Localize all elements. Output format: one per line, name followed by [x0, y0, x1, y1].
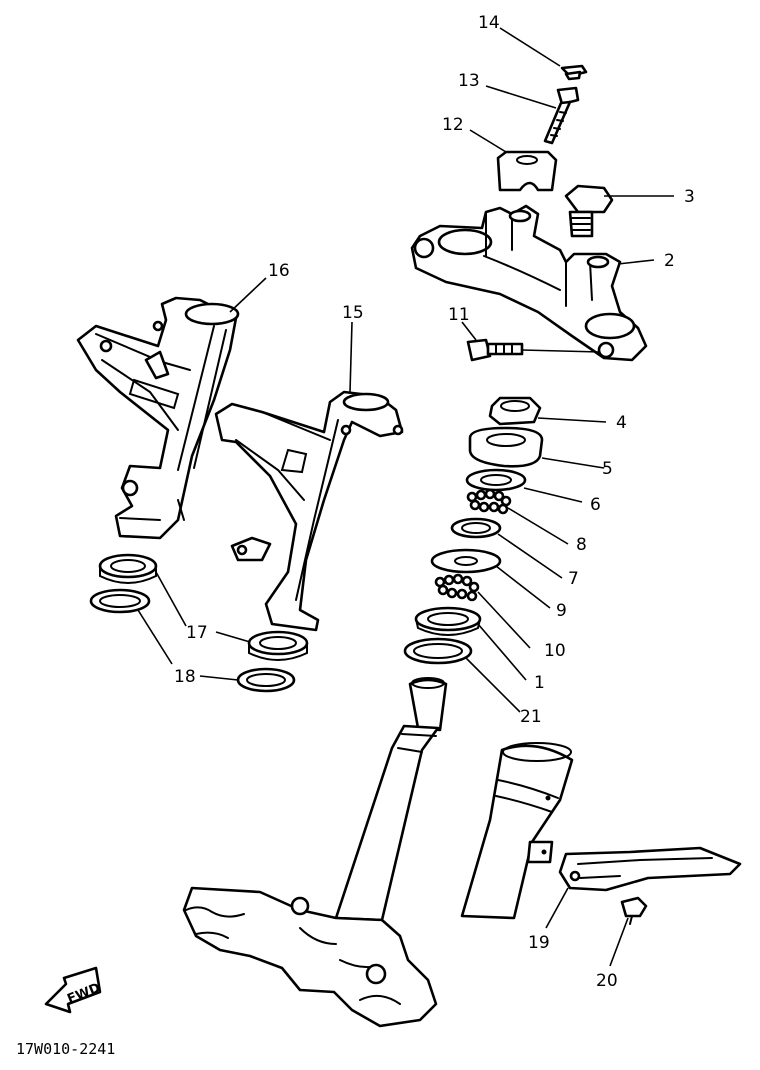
callout-10: 10 — [544, 641, 566, 661]
callout-4: 4 — [616, 413, 627, 433]
callout-18: 18 — [174, 667, 196, 687]
under-bracket-stem — [182, 677, 448, 1028]
callout-9: 9 — [556, 601, 567, 621]
callout-6: 6 — [590, 495, 601, 515]
part-9-race — [430, 548, 502, 574]
part-18-ring-upper — [89, 588, 151, 614]
part-7-race — [450, 517, 502, 539]
part-1-race — [414, 606, 482, 636]
part-11-bolt — [466, 338, 601, 362]
part-4-ring-nut — [488, 396, 542, 426]
part-8-balls — [466, 488, 512, 515]
callout-7: 7 — [568, 569, 579, 589]
fork-outer-tube — [460, 742, 574, 920]
part-18-ring-lower — [236, 667, 296, 693]
fwd-arrow: FWD — [44, 966, 103, 1014]
callout-11: 11 — [448, 305, 470, 325]
callout-8: 8 — [576, 535, 587, 555]
part-12-handlebar-holder — [496, 150, 558, 192]
callout-20: 20 — [596, 971, 618, 991]
callout-5: 5 — [602, 459, 613, 479]
part-17-damper-upper — [98, 553, 158, 584]
part-6-race — [465, 468, 527, 492]
callout-1: 1 — [534, 673, 545, 693]
diagram-code: 17W010-2241 — [16, 1040, 115, 1058]
part-2-upper-bracket — [410, 204, 648, 362]
part-15-right-bracket — [214, 390, 404, 632]
part-19-stay — [558, 846, 742, 892]
callouts: 14 13 12 3 2 16 15 11 4 5 6 8 7 9 10 1 1… — [174, 13, 695, 991]
callout-14: 14 — [478, 13, 500, 33]
callout-19: 19 — [528, 933, 550, 953]
part-14-cap — [560, 64, 588, 81]
part-13-bolt — [543, 86, 580, 145]
part-17-damper-lower — [247, 630, 309, 661]
callout-16: 16 — [268, 261, 290, 281]
leader-lines — [137, 27, 674, 967]
part-21-seal — [403, 637, 473, 665]
callout-2: 2 — [664, 251, 675, 271]
callout-13: 13 — [458, 71, 480, 91]
callout-3: 3 — [684, 187, 695, 207]
part-16-left-bracket — [76, 296, 240, 540]
part-10-balls — [434, 573, 480, 602]
part-5-cover — [468, 426, 544, 468]
callout-21: 21 — [520, 707, 542, 727]
part-20-bolt — [620, 896, 648, 925]
part-3-stem-bolt — [564, 184, 614, 238]
callout-17: 17 — [186, 623, 208, 643]
callout-15: 15 — [342, 303, 364, 323]
callout-12: 12 — [442, 115, 464, 135]
